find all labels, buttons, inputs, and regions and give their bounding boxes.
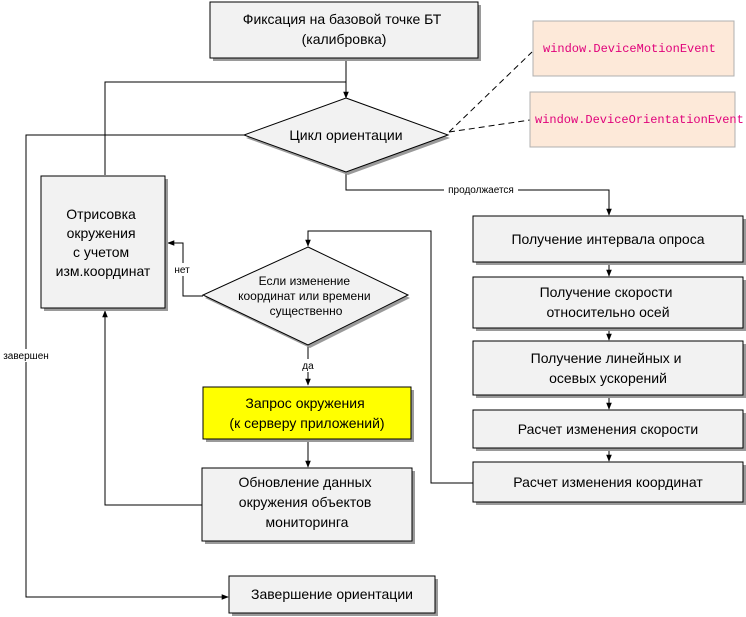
calibration-line-2: (калибровка) (302, 31, 387, 47)
edge-loop-finished (25, 134, 245, 600)
edge-labels: продолжается нет да завершен (3, 183, 518, 372)
svg-text:Получение скорости относ: Получение скорости относительно осей (540, 284, 677, 320)
edge-orientation-event-link (448, 119, 531, 133)
render-line-1: Отрисовка (66, 206, 136, 222)
note-orientation-event: window.DeviceOrientationEvent (529, 91, 744, 148)
axis-speed-line-1: Получение скорости (540, 284, 673, 300)
node-coord-change: Расчет изменения координат (472, 461, 746, 505)
axis-speed-line-2: относительно осей (546, 304, 669, 320)
node-speed-change: Расчет изменения скорости (472, 409, 746, 451)
edge-update-to-render (102, 310, 202, 506)
motion-event-label: window.DeviceMotionEvent (543, 42, 716, 56)
env-request-line-1: Запрос окружения (245, 395, 364, 411)
node-env-request: Запрос окружения (к серверу приложений) (202, 386, 414, 442)
node-orientation-loop: Цикл ориентации (242, 97, 450, 175)
update-line-1: Обновление данных (238, 474, 371, 490)
node-end-orientation: Завершение ориентации (228, 575, 438, 616)
svg-text:Обновление данных окруже: Обновление данных окружения объектов мон… (238, 474, 375, 530)
svg-text:Получение линейных и осе: Получение линейных и осевых ускорений (531, 350, 686, 386)
edge-motion-event-link (448, 51, 533, 133)
connectors (25, 51, 612, 600)
node-decision: Если изменение координат или времени сущ… (201, 246, 410, 348)
speed-change-label: Расчет изменения скорости (518, 421, 698, 437)
orientation-event-label: window.DeviceOrientationEvent (535, 113, 744, 127)
render-line-4: изм.координат (56, 263, 151, 279)
svg-text:Запрос окружения (к серв: Запрос окружения (к серверу приложений) (229, 395, 384, 431)
calibration-line-1: Фиксация на базовой точке БТ (243, 11, 442, 27)
svg-text:Отрисовка окружения: Отрисовка окружения с учетом изм.координ… (56, 206, 151, 279)
label-continues: продолжается (448, 185, 514, 196)
label-no: нет (174, 265, 190, 276)
svg-text:Фиксация на базовой точке БТ: Фиксация на базовой точке БТ (калибровка… (243, 11, 445, 47)
label-yes: да (302, 361, 314, 372)
edge-coord-to-decision (305, 230, 473, 484)
node-accelerations: Получение линейных и осевых ускорений (472, 340, 746, 398)
update-line-3: мониторинга (266, 514, 349, 530)
render-line-2: окружения (67, 225, 136, 241)
end-orientation-label: Завершение ориентации (251, 586, 413, 602)
decision-line-3: существенно (270, 304, 343, 318)
orientation-loop-label: Цикл ориентации (289, 127, 402, 143)
decision-line-1: Если изменение (259, 274, 351, 288)
node-render-env: Отрисовка окружения с учетом изм.координ… (40, 175, 168, 311)
edge-render-feedback (104, 81, 346, 175)
note-motion-event: window.DeviceMotionEvent (532, 20, 735, 77)
accelerations-line-2: осевых ускорений (549, 370, 667, 386)
render-line-3: с учетом (73, 244, 129, 260)
decision-line-2: координат или времени (238, 289, 370, 303)
svg-text:Если изменение координат: Если изменение координат или времени сущ… (238, 274, 374, 318)
label-finished: завершен (3, 351, 49, 362)
coord-change-label: Расчет изменения координат (513, 474, 703, 490)
env-request-line-2: (к серверу приложений) (229, 415, 384, 431)
update-line-2: окружения объектов (239, 494, 372, 510)
node-update-data: Обновление данных окружения объектов мон… (201, 467, 415, 544)
node-axis-speed: Получение скорости относительно осей (472, 276, 746, 331)
node-calibration: Фиксация на базовой точке БТ (калибровка… (209, 1, 481, 61)
node-poll-interval: Получение интервала опроса (472, 215, 746, 265)
poll-interval-label: Получение интервала опроса (511, 231, 704, 247)
accelerations-line-1: Получение линейных и (531, 350, 682, 366)
